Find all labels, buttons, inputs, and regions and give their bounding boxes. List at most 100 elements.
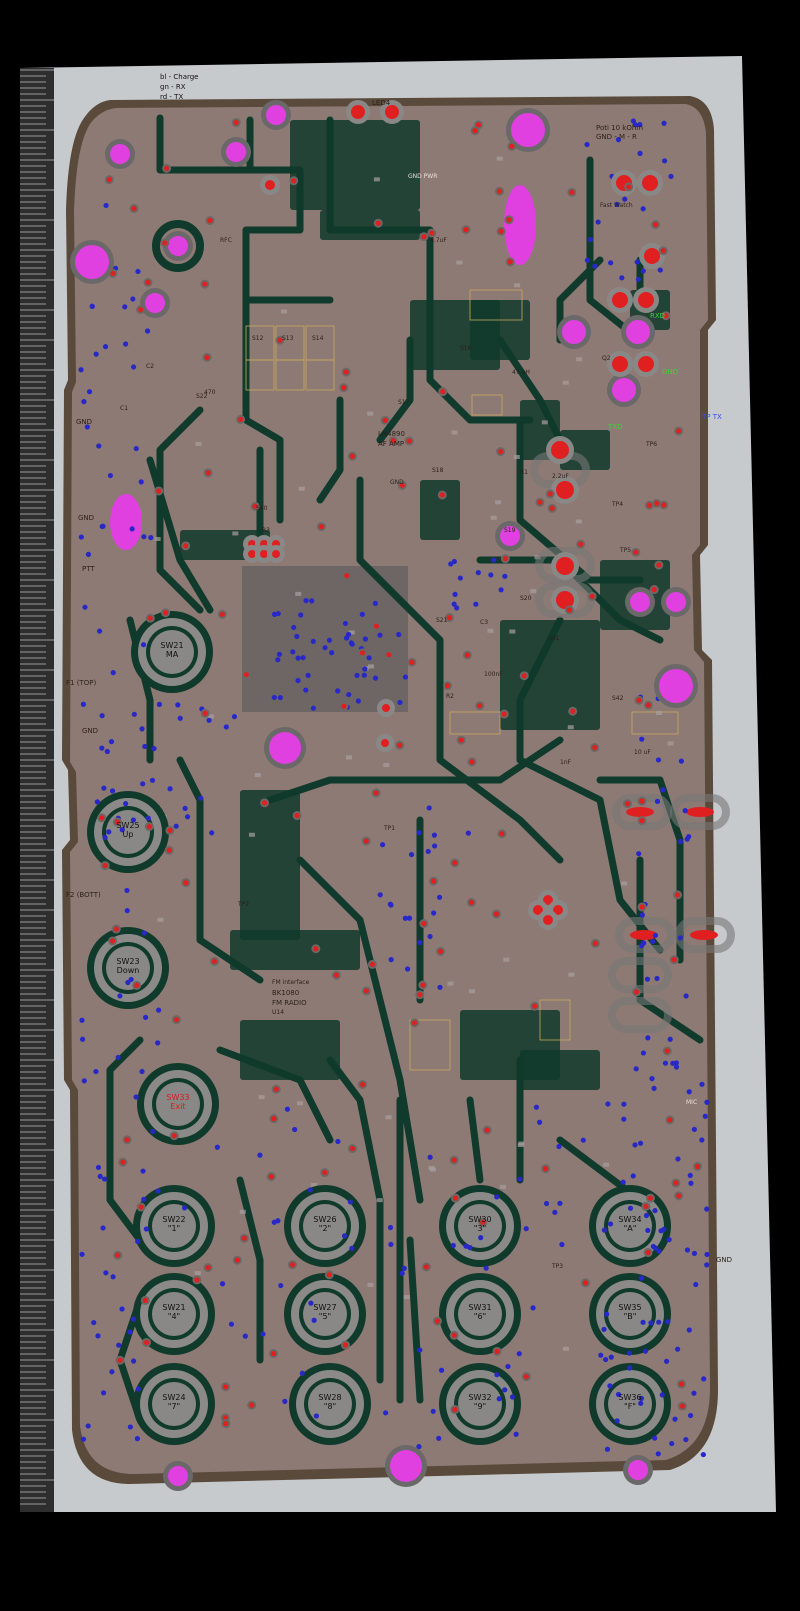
red-pad xyxy=(694,1163,701,1170)
via xyxy=(110,670,116,676)
red-pad xyxy=(241,1235,247,1241)
red-pad xyxy=(223,1384,229,1390)
via xyxy=(388,1241,394,1247)
switch-name: "F" xyxy=(624,1401,636,1411)
red-pad xyxy=(671,957,677,963)
via xyxy=(91,1319,97,1326)
switch-pad-center xyxy=(152,1382,196,1426)
red-pad xyxy=(289,1262,296,1268)
copper-pour xyxy=(500,620,600,730)
switch-ref: SW25 xyxy=(116,821,140,830)
via xyxy=(640,1050,647,1056)
component-ref-label: S22 xyxy=(196,393,208,400)
red-pad xyxy=(382,417,388,423)
red-pad xyxy=(551,441,569,459)
via xyxy=(704,1262,710,1268)
red-pad xyxy=(204,354,210,360)
red-pad xyxy=(507,259,513,265)
via xyxy=(275,1218,281,1224)
edge-label-gnd-3: GND xyxy=(82,727,99,735)
red-pad xyxy=(373,790,379,796)
component-outline xyxy=(409,1019,451,1071)
via xyxy=(675,1156,681,1162)
component-ref-label: C1 xyxy=(120,405,129,412)
via xyxy=(552,1209,558,1215)
edge-label-gnd-2: GND xyxy=(78,514,95,522)
mic-label: MIC xyxy=(686,1099,698,1106)
red-pad xyxy=(480,1219,486,1225)
slot-ring xyxy=(608,957,672,993)
via xyxy=(615,1391,622,1398)
smd-pad xyxy=(403,1295,410,1300)
via xyxy=(672,1416,678,1422)
via xyxy=(700,1451,706,1458)
via xyxy=(436,1435,442,1441)
mounting-hole xyxy=(666,592,686,612)
via xyxy=(361,672,367,678)
via xyxy=(307,1187,313,1193)
smd-pad xyxy=(447,981,454,986)
switch-name: "9" xyxy=(473,1401,487,1411)
switch-name: "B" xyxy=(623,1311,637,1321)
mounting-hole xyxy=(168,236,188,256)
component-outline xyxy=(469,289,523,321)
via xyxy=(633,1066,639,1072)
via xyxy=(483,1265,489,1271)
via xyxy=(78,367,84,373)
via xyxy=(652,1208,658,1214)
trace xyxy=(236,1176,264,1364)
trace xyxy=(356,476,564,864)
via xyxy=(614,1418,620,1424)
red-pad xyxy=(363,838,369,844)
via xyxy=(663,1358,670,1364)
via xyxy=(608,1354,614,1360)
via xyxy=(198,795,204,801)
red-pad xyxy=(547,491,553,497)
via xyxy=(326,637,333,643)
txd-label: TXD xyxy=(608,423,623,431)
trace xyxy=(156,114,254,174)
via xyxy=(622,196,628,202)
via xyxy=(498,587,504,593)
trace xyxy=(156,406,204,614)
switch-pad-center xyxy=(458,1382,502,1426)
via xyxy=(513,1431,519,1437)
smd-pad xyxy=(562,380,569,385)
via xyxy=(299,1370,305,1376)
via xyxy=(214,1144,220,1150)
via xyxy=(130,817,136,823)
red-pad xyxy=(646,502,653,508)
via xyxy=(103,1270,109,1276)
via xyxy=(638,1400,644,1406)
trace xyxy=(466,1096,484,1184)
trace xyxy=(316,396,344,504)
via xyxy=(426,805,432,811)
via xyxy=(149,777,156,783)
red-pad xyxy=(375,220,381,226)
via xyxy=(148,534,154,541)
switch-name: Exit xyxy=(170,1101,186,1111)
via xyxy=(656,1248,662,1254)
via xyxy=(601,1227,607,1233)
via xyxy=(106,829,112,835)
red-pad xyxy=(501,711,507,717)
mounting-hole xyxy=(511,113,545,147)
via xyxy=(310,705,316,711)
red-pad xyxy=(222,1415,228,1421)
slot-ring xyxy=(675,917,735,953)
via xyxy=(295,677,301,684)
copper-pour xyxy=(290,120,420,210)
component-ref-label: R3 xyxy=(262,527,270,534)
via xyxy=(662,1060,669,1066)
red-pad xyxy=(493,911,500,917)
red-pad xyxy=(173,1017,180,1023)
red-pad xyxy=(359,650,366,656)
via xyxy=(141,1196,147,1202)
via xyxy=(604,1311,610,1317)
via xyxy=(94,799,100,805)
red-pad xyxy=(115,1252,121,1258)
red-pad xyxy=(532,1003,538,1009)
via xyxy=(110,1274,116,1280)
smd-pad xyxy=(503,957,510,962)
